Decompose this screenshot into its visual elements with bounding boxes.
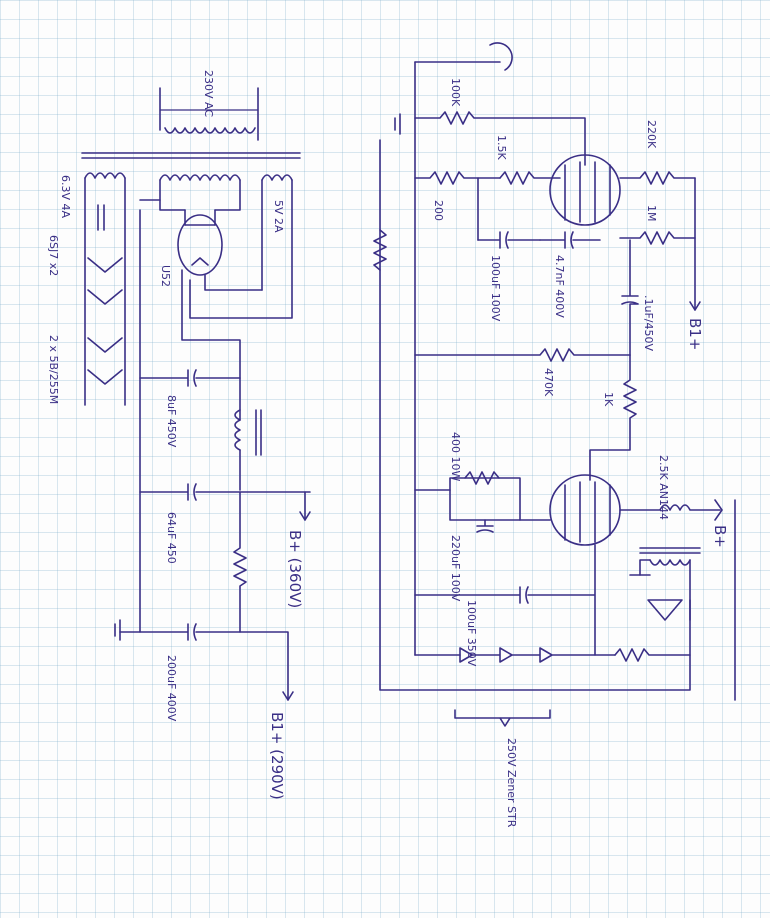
label-b1-plus: B1+ (290V) — [268, 712, 286, 800]
label-r-100k: 100K — [449, 78, 462, 107]
label-c-01uf: .1uF/450V — [642, 295, 655, 351]
label-r-200: 200 — [432, 200, 445, 221]
resistor-200 — [414, 171, 501, 241]
mains-primary-winding — [159, 87, 259, 141]
ground-bus — [379, 139, 691, 691]
rectifier-tube-u52 — [177, 209, 223, 276]
transformer-core — [81, 152, 301, 159]
label-heater: 6.3V 4A — [59, 175, 72, 219]
input-resistor-100k — [414, 111, 586, 166]
heater-winding — [84, 172, 126, 406]
grid-stopper-1k — [589, 354, 637, 481]
label-cap3: 200uF 400V — [165, 655, 178, 722]
label-cap2: 64uF 450 — [165, 512, 178, 564]
label-rectifier: U52 — [159, 265, 172, 287]
label-cap1: 8uF 450V — [165, 395, 178, 448]
rectifier-filament-winding — [189, 174, 293, 319]
label-c-220uf: 220uF 100V — [449, 535, 462, 602]
label-tubes-out: 6SJ7 x2 — [47, 235, 60, 276]
resistor-1-5k — [499, 171, 561, 185]
label-r-15k: 1.5K — [495, 135, 508, 160]
label-r-470k: 470K — [542, 368, 555, 397]
label-r-1k: 1K — [602, 392, 615, 407]
filter-cap-8uf — [139, 369, 241, 387]
label-r-1m: 1M — [645, 205, 658, 222]
label-zener: 250V Zener STR — [505, 738, 518, 828]
output-transformer — [619, 499, 723, 621]
label-b-plus: B+ (360V) — [286, 530, 304, 608]
resistor-1m — [619, 177, 701, 311]
filter-choke — [234, 409, 262, 491]
label-c-100uf-350: 100uF 350V — [465, 600, 478, 667]
label-b-plus-out: B+ — [711, 525, 729, 548]
label-r-400: 400 10W — [449, 432, 462, 481]
plate-resistor-220k — [619, 171, 696, 185]
pentode-v1 — [549, 154, 621, 226]
zener-string — [414, 647, 691, 663]
label-b1-out: B1+ — [686, 318, 704, 350]
label-c-47nf: 4.7nF 400V — [553, 255, 566, 318]
cap-4-7nf — [539, 231, 601, 249]
label-tubes-2: 2 x 5B/255M — [47, 335, 60, 404]
label-rect-fil: 5V 2A — [272, 200, 285, 233]
cathode-cap-220uf — [476, 519, 551, 533]
label-c-100uf-100v: 100uF 100V — [489, 255, 502, 322]
label-r-220k: 220K — [645, 120, 658, 149]
grid-resistor-470k — [414, 348, 631, 362]
pentode-v2 — [549, 474, 621, 546]
cathode-resistor-400 — [414, 471, 521, 521]
bypass-cap-100uf-100v — [477, 231, 541, 249]
screen-cap-100uf-350v — [414, 544, 596, 656]
heater-filaments — [87, 257, 123, 385]
dropper-resistor — [233, 491, 247, 633]
label-xfmr: 2.5K AN144 — [657, 455, 670, 520]
filter-cap-64uf — [139, 483, 311, 521]
hv-secondary-winding — [159, 174, 241, 211]
filter-cap-200uf — [114, 619, 294, 701]
label-mains: 230V AC — [202, 70, 215, 117]
coupling-cap-0-1uf — [621, 239, 639, 356]
